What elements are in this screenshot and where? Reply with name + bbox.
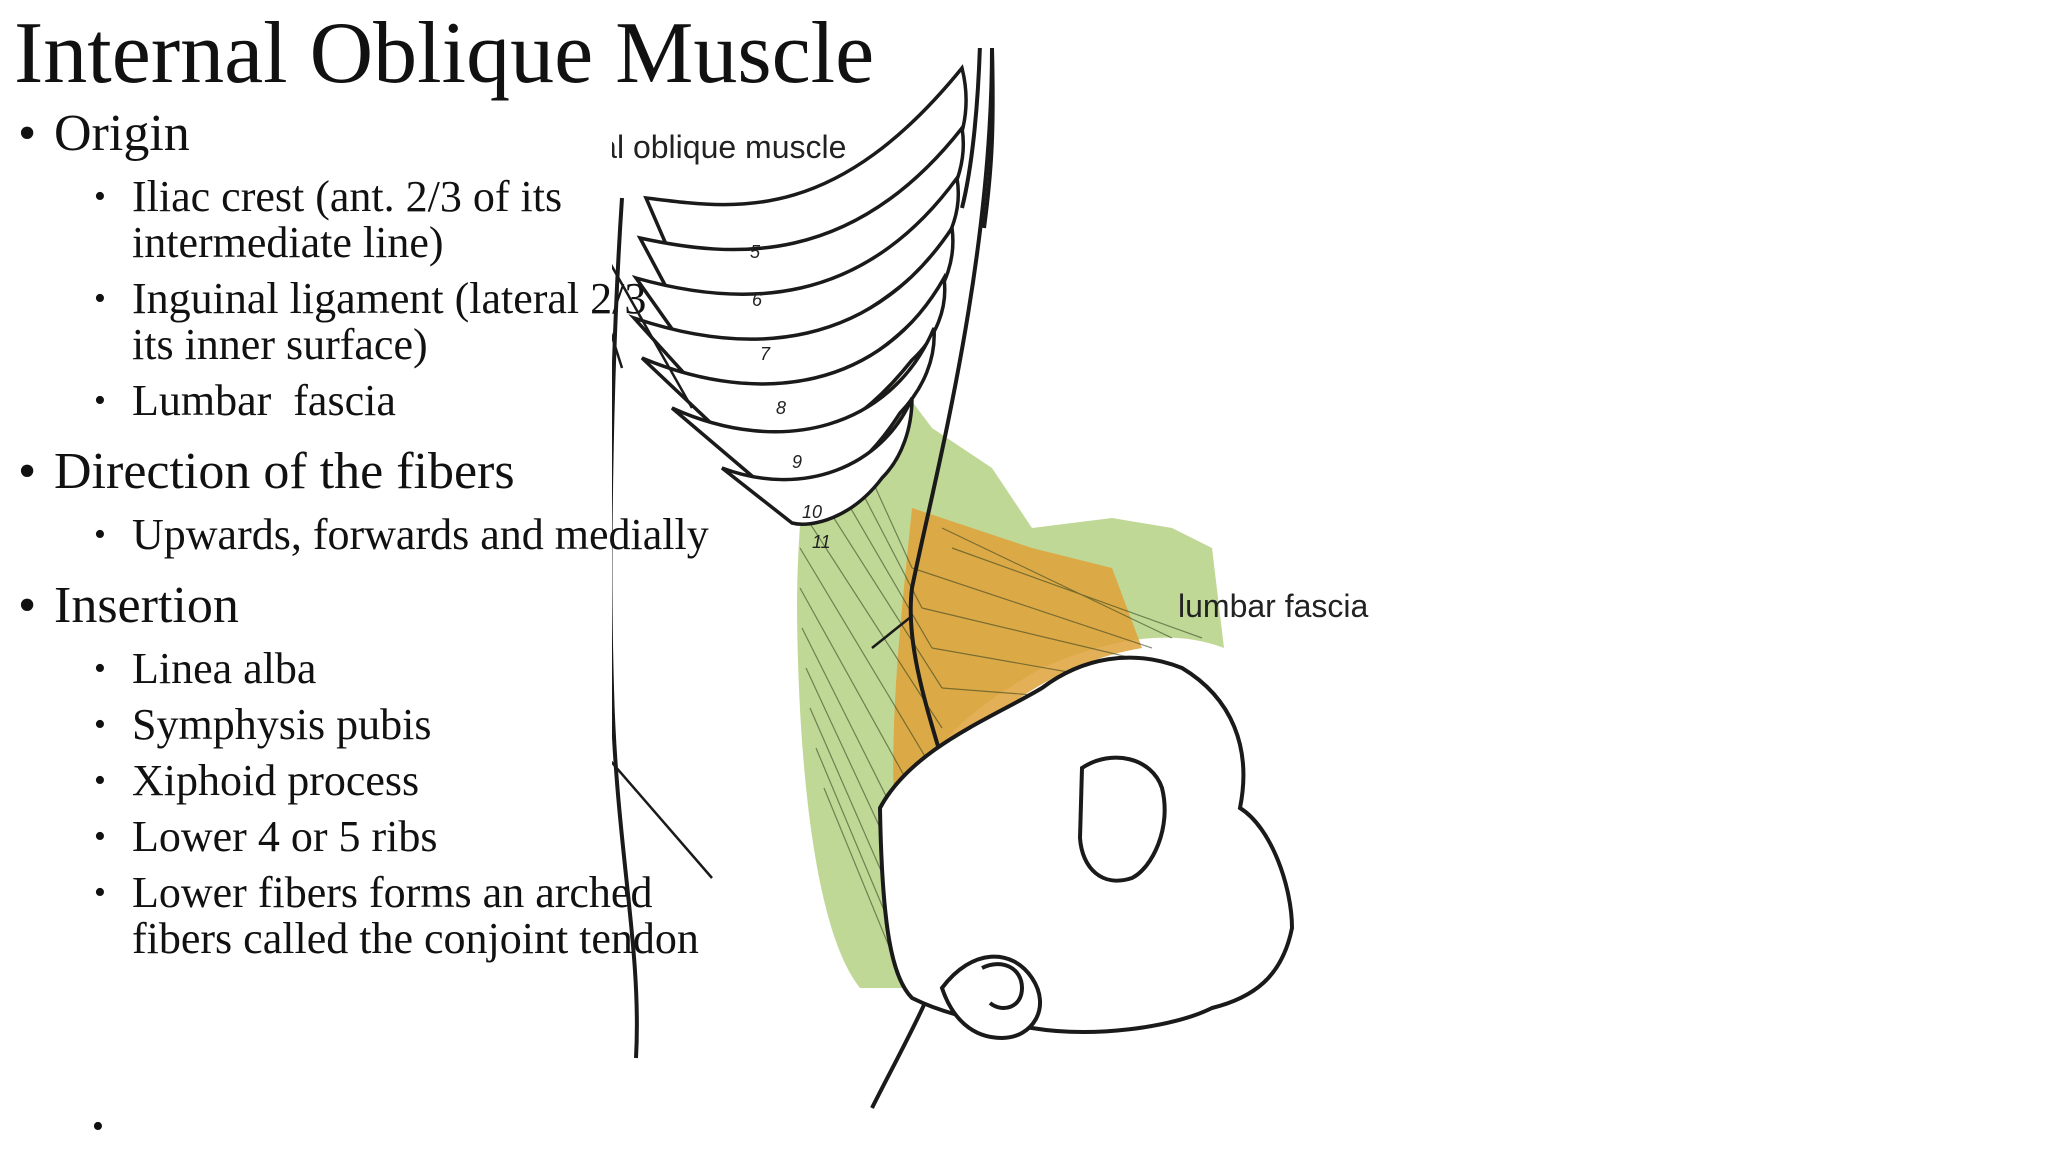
label-lumbar-fascia: lumbar fascia [1178,588,1369,624]
bullet-insertion-xiphoid: Xiphoid process [14,758,714,805]
muscle-orange-region [893,508,1142,948]
bullet-direction: Direction of the fibers [14,442,714,502]
anatomy-figure: 5 6 7 8 9 10 11 [612,48,1372,1152]
rib-number-8: 8 [776,398,786,418]
internal-oblique-diagram: 5 6 7 8 9 10 11 [612,48,1369,1109]
bullet-direction-detail: Upwards, forwards and medially [14,512,714,559]
bullet-origin-inguinal-ligament: Inguinal ligament (lateral 2/3 of its in… [14,276,714,368]
rib-number-6: 6 [752,290,763,310]
rib-number-10: 10 [802,502,822,522]
rib-number-5: 5 [750,242,761,262]
bullet-insertion: Insertion [14,576,714,636]
bullet-origin-iliac-crest: Iliac crest (ant. 2/3 of its intermediat… [14,174,714,266]
rib-number-labels: 5 6 7 8 9 10 11 [750,242,831,552]
slide-title: Internal Oblique Muscle [14,5,875,102]
bullet-content: Origin Iliac crest (ant. 2/3 of its inte… [14,104,714,962]
empty-bullet: • [92,1108,104,1145]
leader-lines [612,263,913,879]
rib-cage [628,64,968,526]
rib-number-7: 7 [760,344,771,364]
label-internal-oblique-muscle: linternal oblique muscle [612,129,846,165]
bullet-origin: Origin [14,104,714,164]
pelvis [877,655,1295,1041]
bullet-insertion-symphysis: Symphysis pubis [14,702,714,749]
bullet-insertion-ribs: Lower 4 or 5 ribs [14,814,714,861]
bullet-insertion-linea-alba: Linea alba [14,646,714,693]
bullet-origin-lumbar-fascia: Lumbar fascia [14,378,714,425]
rib-number-11: 11 [812,532,831,552]
bullet-insertion-conjoint: Lower fibers forms an arched fibers call… [14,870,714,962]
rib-number-9: 9 [792,452,802,472]
